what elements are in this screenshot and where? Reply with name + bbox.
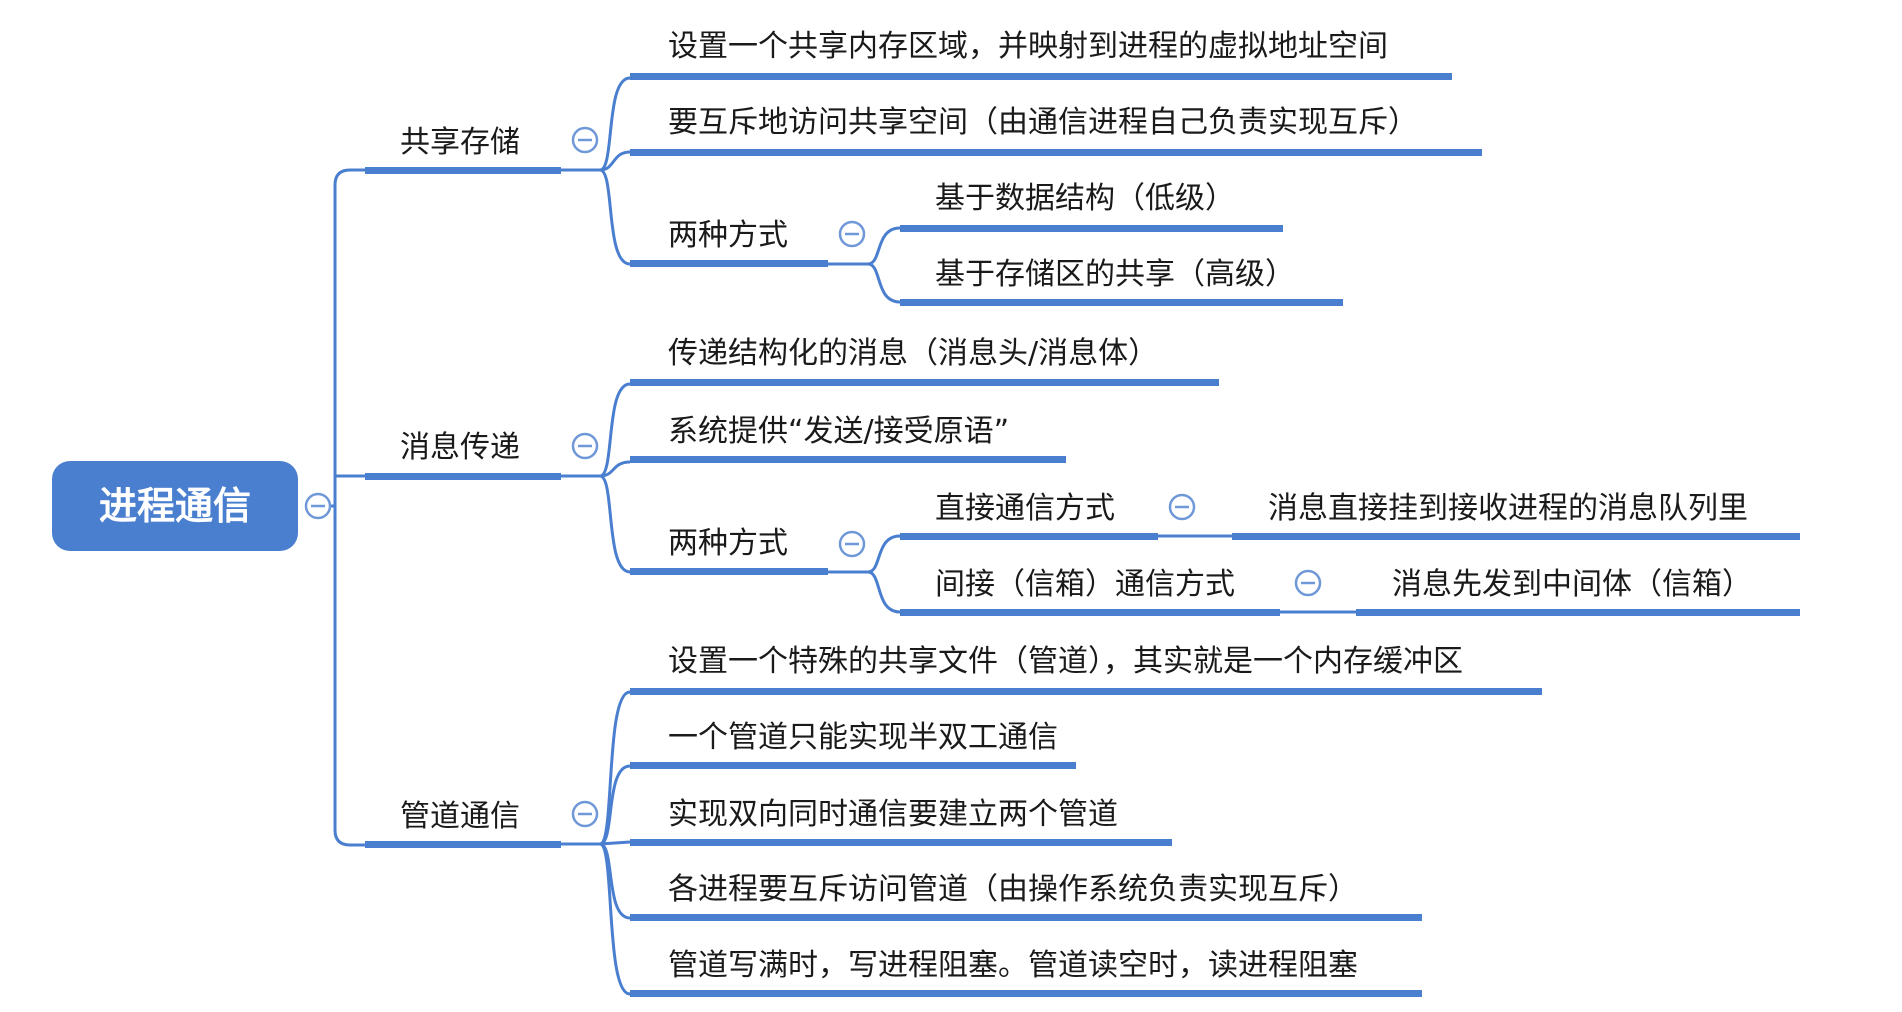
- way-label: 间接（信箱）通信方式: [935, 567, 1235, 602]
- sub-branch-shared-collapse-icon[interactable]: [838, 220, 866, 248]
- branch-pipe[interactable]: 管道通信: [365, 799, 561, 848]
- sub-branch-message-connectors: [828, 534, 901, 614]
- leaf-label: 基于存储区的共享（高级）: [935, 257, 1295, 292]
- branch-label: 共享存储: [400, 125, 520, 160]
- root-label: 进程通信: [99, 484, 251, 528]
- leaf-label: 设置一个共享内存区域，并映射到进程的虚拟地址空间: [668, 29, 1388, 64]
- way-label: 直接通信方式: [935, 491, 1115, 526]
- leaf-pipe-3[interactable]: 实现双向同时通信要建立两个管道: [630, 797, 1172, 846]
- branch-label: 消息传递: [400, 430, 520, 465]
- branch-message-passing[interactable]: 消息传递: [365, 430, 561, 480]
- sub-branch-shared-two-ways[interactable]: 两种方式: [630, 218, 828, 267]
- branch-pipe-collapse-icon[interactable]: [571, 800, 599, 828]
- branch-shared-storage-collapse-icon[interactable]: [571, 126, 599, 154]
- leaf-label: 实现双向同时通信要建立两个管道: [668, 797, 1118, 832]
- sub-branch-message-collapse-icon[interactable]: [838, 530, 866, 558]
- leaf-shared-1[interactable]: 设置一个共享内存区域，并映射到进程的虚拟地址空间: [630, 29, 1452, 80]
- branch-label: 管道通信: [400, 799, 520, 834]
- leaf-pipe-4[interactable]: 各进程要互斥访问管道（由操作系统负责实现互斥）: [630, 872, 1422, 921]
- leaf-label: 消息先发到中间体（信箱）: [1392, 567, 1752, 602]
- root-node[interactable]: 进程通信: [52, 461, 298, 551]
- branch-message-connectors: [561, 382, 631, 574]
- leaf-label: 基于数据结构（低级）: [935, 181, 1235, 216]
- sub-branch-label: 两种方式: [668, 526, 788, 561]
- root-collapse-icon[interactable]: [304, 492, 332, 520]
- leaf-direct-detail[interactable]: 消息直接挂到接收进程的消息队列里: [1232, 491, 1800, 540]
- leaf-pipe-1[interactable]: 设置一个特殊的共享文件（管道），其实就是一个内存缓冲区: [630, 644, 1542, 695]
- sub-branch-message-two-ways[interactable]: 两种方式: [630, 526, 828, 575]
- leaf-label: 系统提供“发送/接受原语”: [668, 414, 1009, 449]
- leaf-label: 管道写满时，写进程阻塞。管道读空时，读进程阻塞: [668, 948, 1358, 983]
- way-indirect[interactable]: 间接（信箱）通信方式: [900, 567, 1280, 616]
- way-direct[interactable]: 直接通信方式: [900, 491, 1158, 540]
- leaf-label: 设置一个特殊的共享文件（管道），其实就是一个内存缓冲区: [668, 644, 1463, 679]
- root-box: [52, 461, 298, 551]
- leaf-shared-way-2[interactable]: 基于存储区的共享（高级）: [900, 257, 1343, 306]
- leaf-label: 传递结构化的消息（消息头/消息体）: [668, 336, 1158, 371]
- sub-branch-label: 两种方式: [668, 218, 788, 253]
- leaf-label: 各进程要互斥访问管道（由操作系统负责实现互斥）: [668, 872, 1358, 907]
- branch-shared-storage-connectors: [561, 76, 631, 266]
- leaf-message-2[interactable]: 系统提供“发送/接受原语”: [630, 414, 1066, 463]
- leaf-indirect-detail[interactable]: 消息先发到中间体（信箱）: [1356, 567, 1800, 616]
- leaf-pipe-5[interactable]: 管道写满时，写进程阻塞。管道读空时，读进程阻塞: [630, 948, 1422, 997]
- leaf-shared-way-1[interactable]: 基于数据结构（低级）: [900, 181, 1283, 232]
- leaf-label: 要互斥地访问共享空间（由通信进程自己负责实现互斥）: [668, 105, 1418, 140]
- way-direct-collapse-icon[interactable]: [1168, 493, 1196, 521]
- branch-message-collapse-icon[interactable]: [571, 432, 599, 460]
- branch-pipe-connectors: [561, 690, 631, 996]
- sub-branch-shared-connectors: [828, 226, 901, 304]
- leaf-label: 消息直接挂到接收进程的消息队列里: [1268, 491, 1748, 526]
- leaf-message-1[interactable]: 传递结构化的消息（消息头/消息体）: [630, 336, 1219, 386]
- leaf-label: 一个管道只能实现半双工通信: [668, 720, 1058, 755]
- branch-shared-storage[interactable]: 共享存储: [365, 125, 561, 174]
- leaf-shared-2[interactable]: 要互斥地访问共享空间（由通信进程自己负责实现互斥）: [630, 105, 1482, 156]
- leaf-pipe-2[interactable]: 一个管道只能实现半双工通信: [630, 720, 1076, 769]
- way-indirect-collapse-icon[interactable]: [1294, 569, 1322, 597]
